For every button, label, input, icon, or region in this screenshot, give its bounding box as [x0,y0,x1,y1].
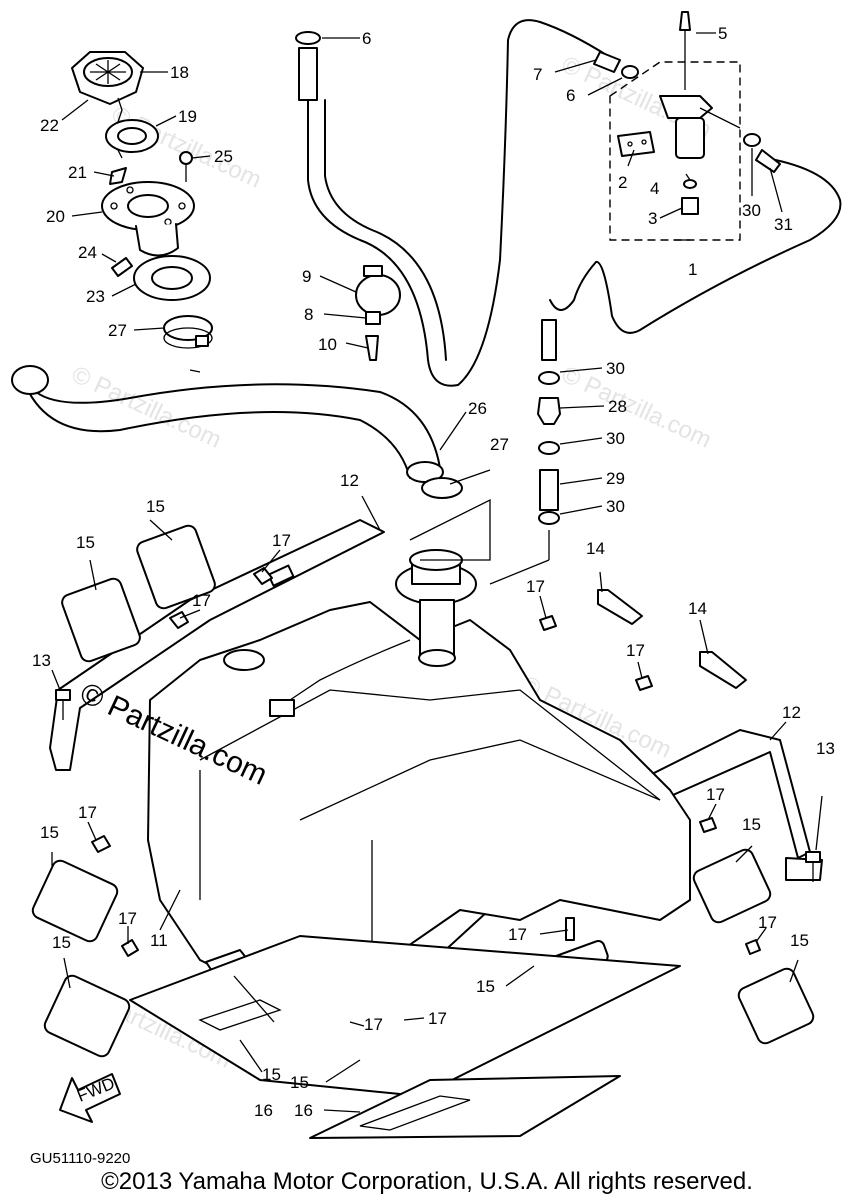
leader-lines [51,32,823,1113]
label-part-17-d: 17 [626,641,645,660]
label-part-20: 20 [46,207,65,226]
label-part-10: 10 [318,335,337,354]
fuel-tank [147,498,691,1001]
watermark-faint-3: © Partzilla.com [67,361,225,454]
label-part-24: 24 [78,243,97,262]
label-part-14-a: 14 [586,539,605,558]
label-part-26: 26 [468,399,487,418]
label-part-12-right: 12 [782,703,801,722]
label-part-15-c: 15 [742,815,761,834]
label-part-17-h: 17 [758,913,777,932]
tank-mats [129,935,681,1139]
label-part-17-f: 17 [78,803,97,822]
fuel-line-fittings [489,371,561,585]
label-part-29: 29 [606,469,625,488]
label-part-17-i: 17 [508,925,527,944]
label-part-11: 11 [150,931,168,950]
label-part-18: 18 [170,63,189,82]
label-part-15-a: 15 [146,497,165,516]
filler-cap-assembly [71,51,213,349]
label-part-17-b: 17 [526,577,545,596]
label-part-15-i: 15 [290,1073,309,1092]
label-part-4: 4 [650,179,659,198]
label-part-30-c: 30 [606,497,625,516]
label-part-15-b: 15 [76,533,95,552]
label-part-13-b: 13 [816,739,835,758]
vent-hose [295,19,842,387]
label-part-17-g: 17 [118,909,137,928]
label-part-30-a: 30 [606,359,625,378]
label-part-31: 31 [774,215,793,234]
label-part-17-e: 17 [706,785,725,804]
label-part-30-filter: 30 [742,201,761,220]
label-part-27-top: 27 [108,321,127,340]
label-part-15-h: 15 [262,1065,281,1084]
fwd-arrow: FWD [59,1073,121,1123]
drawing-code: GU51110-9220 [30,1150,131,1167]
label-part-21: 21 [68,163,87,182]
label-part-8: 8 [304,305,313,324]
label-part-17-j: 17 [364,1015,383,1034]
label-part-19: 19 [178,107,197,126]
label-part-14-b: 14 [688,599,707,618]
filler-hose [11,365,463,499]
label-part-15-f: 15 [52,933,71,952]
label-part-16-b: 16 [294,1101,313,1120]
label-part-17-a: 17 [272,531,291,550]
label-part-30-b: 30 [606,429,625,448]
label-part-15-g: 15 [476,977,495,996]
label-part-17-k: 17 [428,1009,447,1028]
label-part-27-hose: 27 [490,435,509,454]
label-part-17-c: 17 [192,591,211,610]
label-part-23: 23 [86,287,105,306]
label-part-22: 22 [40,116,59,135]
label-part-7: 7 [533,65,542,84]
hose-bracket [355,265,401,361]
label-part-6-top: 6 [362,29,371,48]
label-part-25: 25 [214,147,233,166]
part-labels: 5 6 7 6 2 4 3 30 31 1 18 22 19 25 21 20 … [32,24,835,1120]
copyright-notice: ©2013 Yamaha Motor Corporation, U.S.A. A… [101,1168,753,1195]
label-part-9: 9 [302,267,311,286]
label-part-5: 5 [718,24,727,43]
label-part-13-a: 13 [32,651,51,670]
label-part-15-d: 15 [40,823,59,842]
label-part-6-filter: 6 [566,86,575,105]
label-part-3: 3 [648,209,657,228]
label-part-2: 2 [618,173,627,192]
fuel-filter-assembly [609,11,761,241]
label-part-16-a: 16 [254,1101,273,1120]
label-part-15-e: 15 [790,931,809,950]
label-part-28: 28 [608,397,627,416]
label-part-12-top: 12 [340,471,359,490]
label-part-1: 1 [688,260,697,279]
